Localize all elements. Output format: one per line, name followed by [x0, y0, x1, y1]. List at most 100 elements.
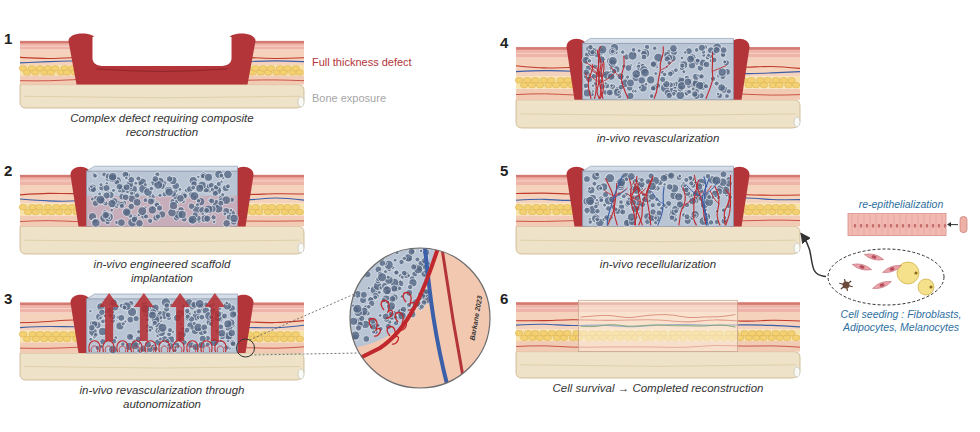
bone [516, 226, 800, 254]
fibroblast-body [864, 252, 885, 262]
fat-cell [23, 336, 31, 342]
bone-edge [298, 97, 304, 107]
scaffold-pore [586, 196, 595, 205]
scaffold-pore [619, 200, 624, 205]
scaffold-pore [149, 311, 157, 319]
scaffold-pore [680, 63, 685, 68]
scaffold-pore [361, 262, 368, 269]
fat-cell [56, 209, 64, 215]
vessel-loop [105, 346, 112, 352]
group-label: Cell seeding : Fibroblasts, Adipocytes, … [826, 308, 976, 333]
scaffold-pore [377, 291, 381, 295]
scaffold-pore [402, 256, 406, 260]
scaffold-pore [148, 218, 153, 223]
vessel-loop [173, 341, 184, 352]
vessel-branch [627, 193, 642, 202]
scaffold-pore [599, 186, 603, 190]
scaffold-pore [230, 341, 236, 347]
scaffold-pore [650, 203, 655, 208]
fibroblast-nucleus [879, 283, 885, 288]
scaffold-pore [620, 209, 626, 215]
cell-seeding-group: Cell seeding : Fibroblasts, Adipocytes, … [826, 246, 976, 333]
scaffold-pore [400, 275, 404, 279]
step-caption: in-vivo recellularization [600, 258, 716, 272]
scaffold-pore [596, 184, 603, 191]
scaffold-pore [639, 178, 644, 183]
defect [68, 33, 255, 84]
cell-nucleus [926, 224, 929, 228]
scaffold-pore [177, 195, 185, 203]
scaffold-pore [617, 90, 620, 93]
bone-edge [298, 243, 304, 253]
vessel [724, 175, 730, 225]
scaffold-pore [587, 59, 591, 63]
bone-edge [794, 243, 800, 253]
scaffold-pore [158, 193, 162, 197]
new-vessel [580, 325, 735, 327]
scaffold-pore [634, 90, 637, 93]
step-caption: Cell survival → Completed reconstruction [553, 382, 764, 396]
scaffold-pore [360, 260, 366, 266]
scaffold-pore [647, 76, 655, 84]
scaffold-pore [119, 203, 124, 208]
scaffold-pore [116, 183, 123, 190]
scaffold-pore [610, 49, 614, 53]
connector-arrow [801, 233, 826, 276]
scaffold-pore [592, 172, 600, 180]
vessel-branch [585, 62, 597, 69]
scaffold-pore [215, 170, 223, 178]
scaffold-pore [134, 193, 139, 198]
step-number: 4 [500, 34, 508, 52]
fibroblast-nucleus [871, 255, 877, 259]
vessel-branch [684, 199, 692, 205]
scaffold-pore [112, 188, 116, 192]
step-panel: 2in-vivo engineered scaffold implantatio… [4, 162, 304, 286]
scaffold-pore [363, 336, 370, 343]
wound-edge [442, 248, 465, 388]
step-panel: 1Complex defect requiring composite reco… [4, 30, 304, 140]
scaffold-pore [103, 185, 110, 192]
scaffold-pore [648, 173, 654, 179]
step-number: 2 [4, 162, 12, 180]
new-vessel [580, 314, 735, 317]
scaffold-pore [212, 220, 215, 223]
scaffold-pore [188, 215, 197, 224]
scaffold-pore [225, 301, 228, 304]
fat-cell [556, 204, 564, 210]
scaffold-pore [126, 333, 133, 340]
vessel-loop [161, 346, 168, 352]
scaffold-pore [130, 191, 134, 195]
scaffold-pore [178, 210, 186, 218]
scaffold-pore [216, 181, 221, 186]
vessel-branch [728, 192, 731, 205]
scaffold [582, 43, 733, 99]
vessel [629, 179, 642, 226]
cell-border [900, 215, 901, 235]
scaffold-pore [628, 51, 637, 60]
scaffold-pore [627, 79, 635, 87]
capillary-loop [403, 293, 414, 311]
scaffold-base [86, 196, 237, 226]
vessel-branch [661, 60, 673, 70]
vessel-loop [203, 346, 210, 352]
fibroblast [882, 263, 903, 275]
scaffold-pore [717, 93, 723, 99]
cell-border [894, 215, 895, 235]
capillary-loop [369, 319, 380, 337]
scaffold-pore [682, 70, 686, 74]
vessel [715, 186, 720, 226]
scaffold-pore [673, 68, 678, 73]
scaffold-pore [102, 211, 110, 219]
scaffold-pore [407, 274, 411, 278]
step-caption: in-vivo revascularization through autono… [67, 384, 257, 412]
scaffold-pore [152, 176, 159, 183]
vessel [658, 187, 665, 226]
scaffold-pore [158, 337, 162, 341]
defect-cavity [92, 37, 231, 66]
growth-arrow [134, 293, 154, 341]
fat-cell [792, 209, 800, 215]
scaffold-pore [666, 92, 672, 98]
scaffold-pore [627, 173, 635, 181]
scaffold-pore [621, 194, 626, 199]
